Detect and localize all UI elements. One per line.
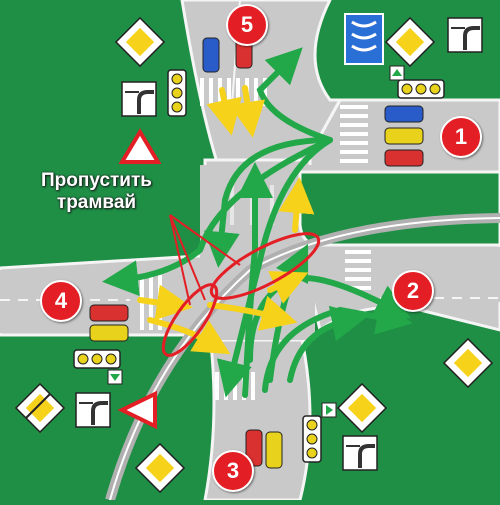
- traffic-light-icon: [73, 349, 121, 369]
- cars-approach-3: [245, 429, 283, 469]
- callout-line-2: трамвай: [56, 192, 137, 213]
- cars-approach-4: [89, 304, 129, 342]
- traffic-light-icon: [302, 415, 322, 463]
- tram-sign-icon: [344, 13, 384, 65]
- main-road-sign-icon: [134, 442, 186, 494]
- traffic-light-icon: [397, 79, 445, 99]
- approach-badge-3: 3: [212, 450, 254, 492]
- callout-line-1: Пропустить: [41, 170, 152, 191]
- west-road: [0, 270, 215, 333]
- approach-badge-2: 2: [392, 270, 434, 312]
- approach-badge-1: 1: [440, 116, 482, 158]
- approach-badge-4: 4: [40, 280, 82, 322]
- crosswalk-east-lower: [345, 250, 371, 290]
- tram-conflict-ellipses: [161, 232, 321, 357]
- main-road-sign-icon: [442, 337, 494, 389]
- yield-sign-icon: [117, 390, 157, 430]
- road-layout-sign-icon: [75, 392, 111, 428]
- callout-yield-to-tram: Пропустить трамвай: [14, 170, 179, 214]
- road-layout-sign-icon: [121, 81, 157, 117]
- green-arrow-signal-icon: [389, 65, 405, 81]
- main-road-sign-icon: [114, 16, 166, 68]
- cars-approach-1: [384, 105, 424, 167]
- callout-pointers: [169, 214, 241, 306]
- yield-sign-icon: [118, 128, 162, 164]
- main-road-sign-icon: [384, 16, 436, 68]
- green-route-arrows: [102, 47, 413, 398]
- road-layout-sign-icon: [447, 17, 483, 53]
- end-main-road-sign-icon: [14, 382, 66, 434]
- main-road-sign-icon: [336, 382, 388, 434]
- green-arrow-signal-icon: [321, 402, 337, 418]
- green-arrow-signal-icon: [107, 369, 123, 385]
- crosswalk-east: [340, 105, 368, 163]
- yellow-route-arrows: [137, 85, 315, 355]
- approach-badge-5: 5: [226, 4, 268, 46]
- traffic-light-icon: [167, 69, 187, 117]
- road-layout-sign-icon: [342, 435, 378, 471]
